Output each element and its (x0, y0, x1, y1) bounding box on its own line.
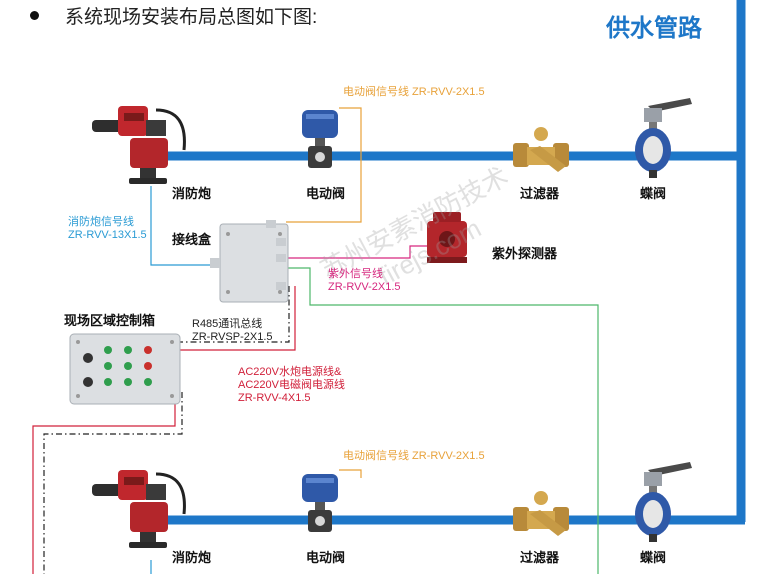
page-heading: 系统现场安装布局总图如下图: (30, 2, 317, 29)
cannon-signal-label: 消防炮信号线 ZR-RVV-13X1.5 (68, 216, 147, 242)
uv-link-wire (286, 267, 599, 574)
filter-label-top: 过滤器 (520, 186, 560, 201)
uv-detector-icon (427, 212, 467, 263)
junction-box-icon (210, 220, 289, 303)
power-line2: AC220V电磁阀电源线 (238, 379, 345, 392)
power-line1: AC220V水炮电源线& (238, 366, 342, 378)
rs485-bus-wire (178, 286, 290, 343)
bullet-icon (30, 11, 39, 21)
cannon-signal-line1: 消防炮信号线 (68, 216, 134, 228)
y-filter-icon (513, 127, 569, 172)
butterfly-label-top: 蝶阀 (640, 186, 667, 201)
valve-signal-wire-top (286, 107, 362, 223)
butterfly-valve-icon (635, 98, 692, 178)
control-box-label: 现场区域控制箱 (64, 313, 156, 328)
fire-cannon-icon (92, 106, 186, 184)
rs485-line1: R485通讯总线 (192, 318, 263, 330)
power-wire-down (32, 392, 176, 574)
electric-valve-icon-bottom (302, 474, 338, 532)
power-wire (178, 286, 296, 351)
valve-signal-wire-bottom (339, 469, 362, 478)
uv-signal-line1: 紫外信号线 (328, 268, 383, 280)
uv-signal-label: 紫外信号线 ZR-RVV-2X1.5 (328, 268, 401, 294)
supply-pipe-title: 供水管路 (606, 15, 702, 42)
uv-signal-wire (286, 245, 430, 259)
power-line3: ZR-RVV-4X1.5 (238, 392, 311, 405)
rs485-label: R485通讯总线 ZR-RVSP-2X1.5 (192, 318, 273, 344)
junction-box-label: 接线盒 (172, 232, 212, 247)
butterfly-label-bottom: 蝶阀 (640, 550, 667, 565)
rs485-line2: ZR-RVSP-2X1.5 (192, 331, 273, 344)
cannon-signal-line2: ZR-RVV-13X1.5 (68, 229, 147, 242)
heading-text: 系统现场安装布局总图如下图: (65, 7, 318, 28)
valve-signal-label-bottom: 电动阀信号线 ZR-RVV-2X1.5 (343, 450, 485, 462)
fire-cannon-icon-bottom (92, 470, 186, 548)
cannon-label-bottom: 消防炮 (172, 550, 212, 565)
electric-valve-icon (302, 110, 338, 168)
valve-signal-label-top: 电动阀信号线 ZR-RVV-2X1.5 (343, 86, 485, 98)
control-box-icon (69, 333, 181, 405)
filter-label-bottom: 过滤器 (520, 550, 560, 565)
rs485-bus-wire-down (43, 392, 183, 574)
butterfly-valve-icon-bottom (635, 462, 692, 542)
cannon-label-top: 消防炮 (172, 186, 212, 201)
power-label: AC220V水炮电源线& AC220V电磁阀电源线 ZR-RVV-4X1.5 (238, 366, 345, 406)
uv-signal-line2: ZR-RVV-2X1.5 (328, 281, 401, 294)
valve-label-top: 电动阀 (306, 186, 346, 201)
valve-label-bottom: 电动阀 (306, 550, 346, 565)
uv-detector-label: 紫外探测器 (492, 246, 558, 261)
cannon-signal-wire (150, 186, 212, 266)
y-filter-icon-bottom (513, 491, 569, 536)
